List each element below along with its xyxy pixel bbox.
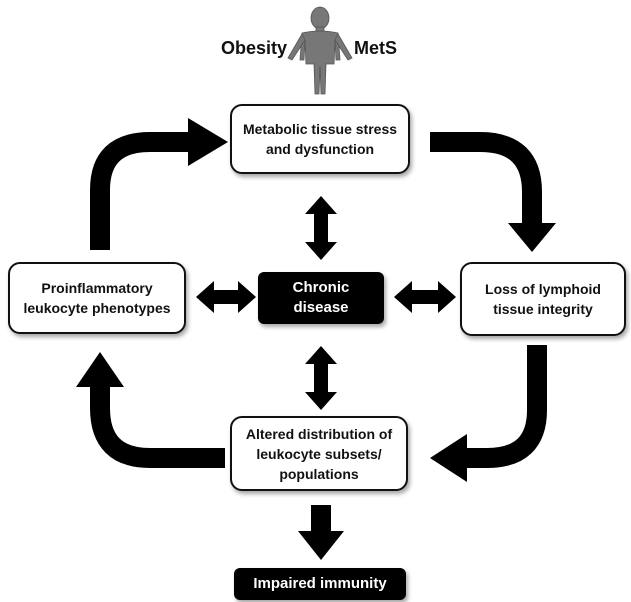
arrow-proinflammatory-to-metabolic	[90, 118, 228, 250]
mets-label: MetS	[354, 38, 398, 58]
arrow-lymphoid-to-altered	[430, 345, 547, 482]
impaired-immunity-box: Impaired immunity	[234, 568, 406, 600]
chronic-line1: Chronic	[292, 279, 350, 296]
metabolic-line2: and dysfunction	[265, 141, 375, 157]
arrow-altered-to-proinflammatory	[76, 352, 225, 468]
metabolic-stress-box: Metabolic tissue stress and dysfunction	[230, 104, 410, 174]
lymphoid-line1: Loss of lymphoid	[485, 281, 601, 297]
lymphoid-loss-box: Loss of lymphoid tissue integrity	[460, 262, 626, 336]
impaired-label: Impaired immunity	[253, 575, 387, 592]
obesity-label: Obesity	[221, 38, 288, 58]
proinflammatory-line2: leukocyte phenotypes	[23, 300, 171, 316]
metabolic-line1: Metabolic tissue stress	[242, 121, 398, 137]
altered-line2: leukocyte subsets/	[256, 445, 382, 462]
proinflammatory-line1: Proinflammatory	[41, 280, 153, 296]
lymphoid-line2: tissue integrity	[493, 301, 593, 317]
double-arrow-metabolic-chronic	[305, 196, 337, 260]
altered-line1: Altered distribution of	[245, 425, 393, 442]
altered-distribution-box: Altered distribution of leukocyte subset…	[230, 416, 408, 491]
double-arrow-chronic-altered	[305, 346, 337, 410]
human-figure-icon	[287, 6, 353, 95]
altered-line3: populations	[279, 465, 359, 482]
proinflammatory-box: Proinflammatory leukocyte phenotypes	[8, 262, 186, 334]
chronic-disease-box: Chronic disease	[258, 272, 384, 324]
arrow-metabolic-to-lymphoid	[430, 132, 556, 252]
double-arrow-proinflammatory-chronic	[196, 281, 256, 313]
arrow-altered-to-impaired	[298, 505, 344, 560]
chronic-line2: disease	[293, 299, 349, 316]
double-arrow-chronic-lymphoid	[394, 281, 456, 313]
